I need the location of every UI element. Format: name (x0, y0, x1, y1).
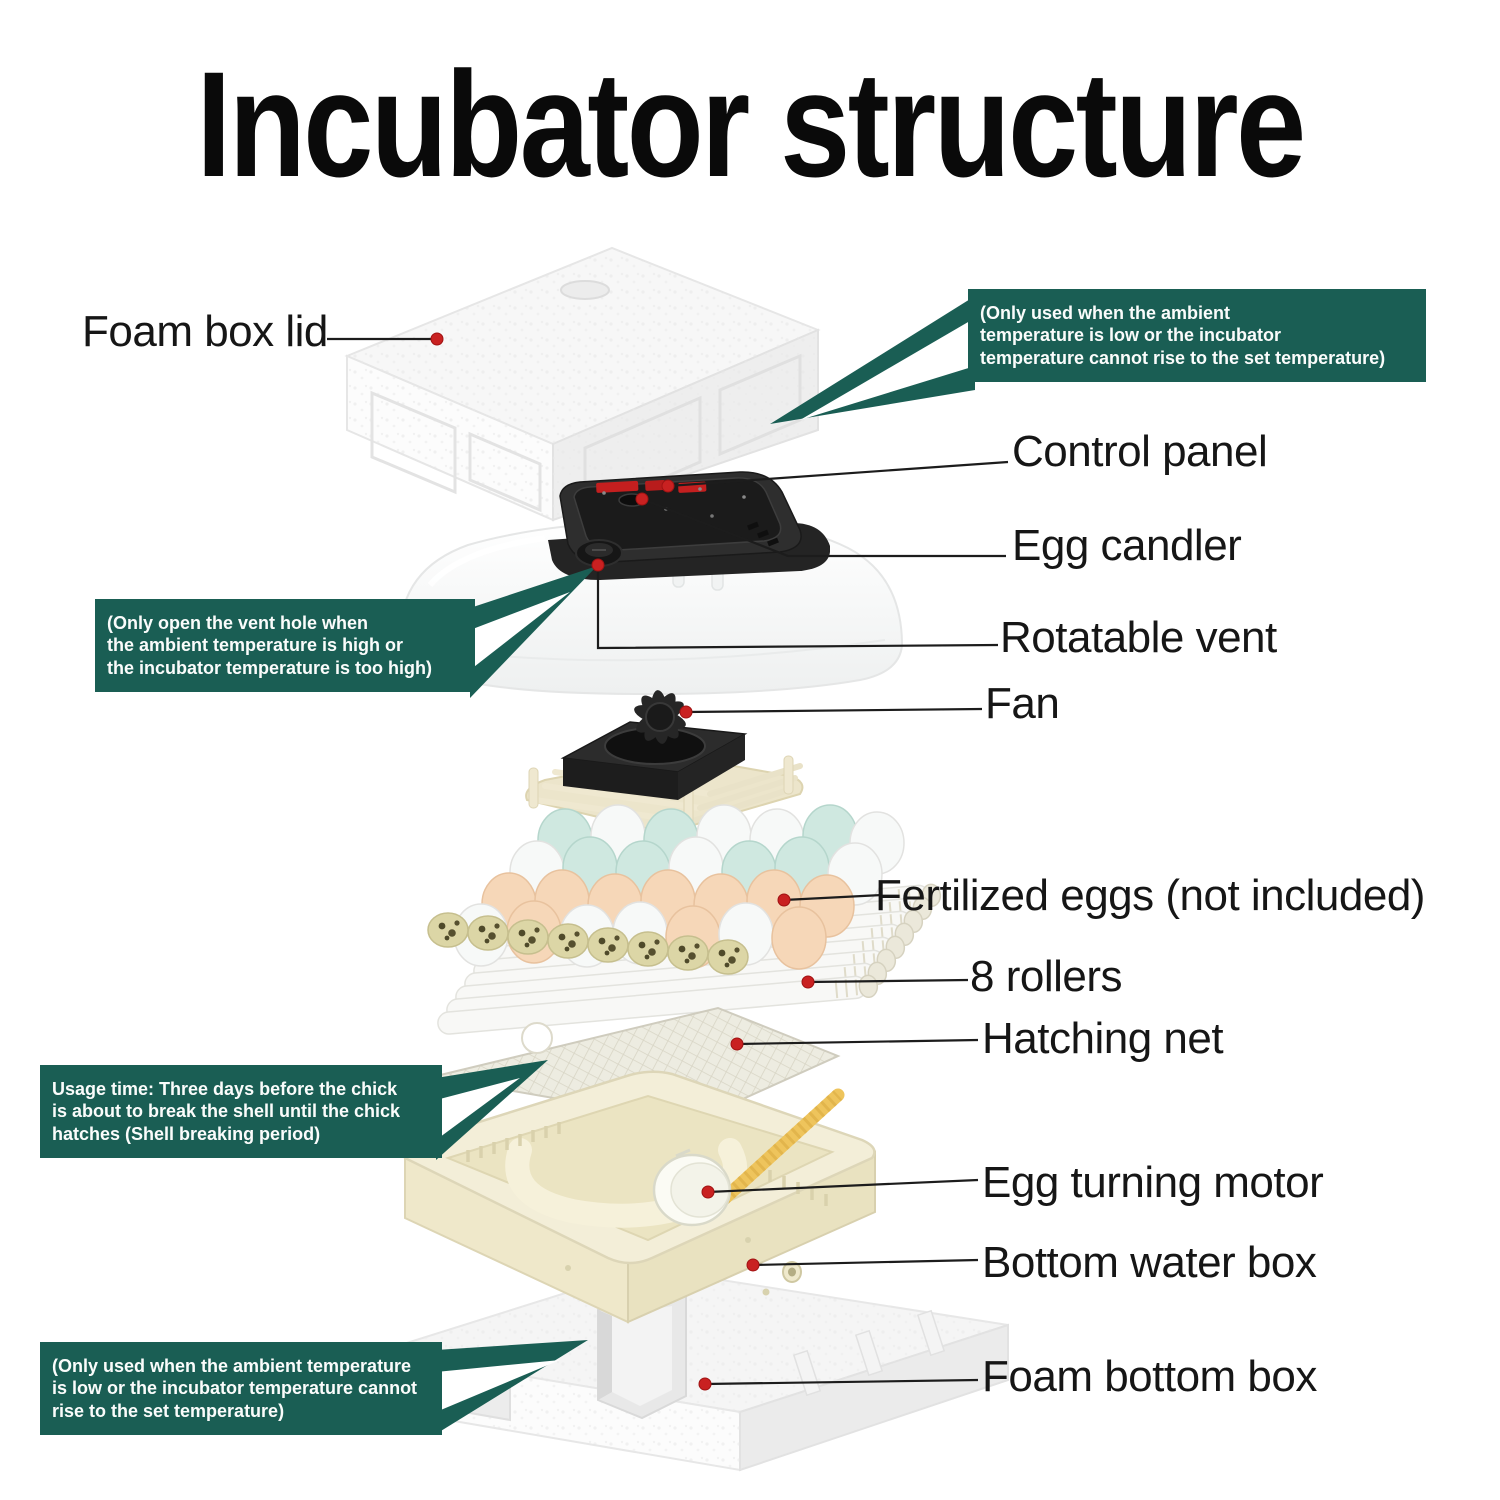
label-fertilized-eggs: Fertilized eggs (not included) (875, 871, 1425, 920)
callout-lid-heater-note: (Only used when the ambient temperature … (968, 289, 1426, 382)
page-title: Incubator structure (196, 40, 1306, 208)
label-control-panel: Control panel (1012, 427, 1268, 476)
label-egg-candler: Egg candler (1012, 521, 1242, 570)
label-hatching-net: Hatching net (982, 1014, 1224, 1063)
foam-box-lid-graphic (344, 246, 821, 522)
label-rotatable-vent: Rotatable vent (1000, 613, 1277, 662)
callout-vent-note: (Only open the vent hole when the ambien… (95, 599, 475, 692)
label-foam-bottom-box: Foam bottom box (982, 1352, 1317, 1401)
rotatable-vent-graphic (575, 539, 623, 567)
foam-bottom-box-graphic (377, 1266, 1009, 1472)
label-rollers: 8 rollers (970, 952, 1123, 1001)
egg-turning-rod (717, 1088, 845, 1206)
label-fan: Fan (985, 679, 1060, 728)
water-box-graphic (403, 1070, 876, 1324)
label-egg-turning-motor: Egg turning motor (982, 1158, 1324, 1207)
callout-pointers (436, 296, 975, 1434)
egg-turning-motor-graphic (652, 1148, 732, 1227)
leader-markers (430, 332, 815, 1391)
label-foam-box-lid: Foam box lid (82, 307, 328, 356)
callout-hatching-net-usage-note: Usage time: Three days before the chick … (40, 1065, 442, 1158)
leader-lines (327, 337, 1009, 1386)
label-bottom-water-box: Bottom water box (982, 1238, 1317, 1287)
callout-bottom-box-note: (Only used when the ambient temperature … (40, 1342, 442, 1435)
